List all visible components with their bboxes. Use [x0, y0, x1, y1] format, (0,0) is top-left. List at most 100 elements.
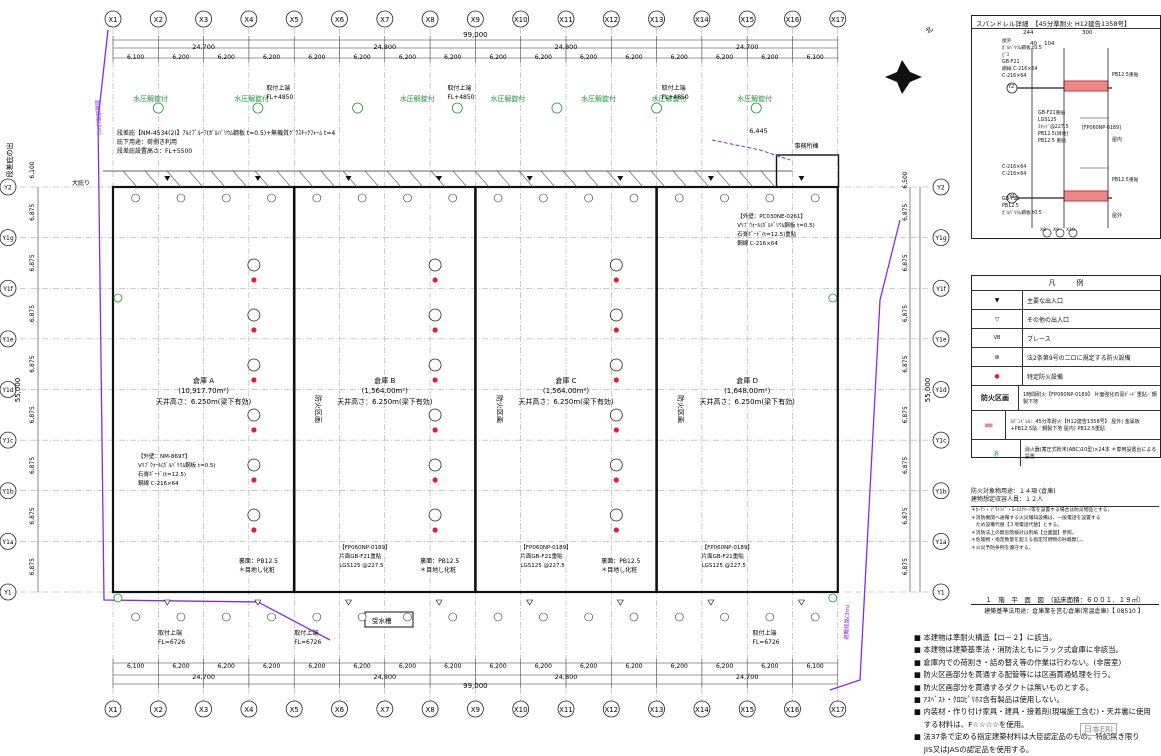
spandrel-labels-d: GB-F21 PB12.5 ｶﾞﾙﾊﾞﾘｳﾑ鋼板 t0.5 — [1002, 196, 1042, 217]
special-fire-door-icon — [432, 277, 438, 283]
grid-label-y: Y1c — [2, 438, 14, 445]
mount-label-top: 取付上端 — [662, 84, 686, 92]
fire-shutter-icon — [428, 458, 442, 472]
grid-label-y: Y1e — [934, 336, 946, 343]
brace-icon — [312, 193, 322, 203]
legend-row: ●特定防火設備 — [972, 366, 1160, 385]
sp-l1-2: ﾋﾞｽ — [1002, 53, 1010, 58]
fp-note: LGS125 @227.5 — [702, 563, 747, 569]
grid-bubble-x — [104, 10, 122, 28]
canopy-hatch — [452, 170, 468, 188]
grid-label-y: Y1g — [1, 235, 13, 242]
special-fire-door-icon — [251, 427, 257, 433]
main-entrance-icon — [798, 176, 805, 181]
note-line: ■ 倉庫内での荷割き・詰め替え等の作業は行わない。(非居室) — [914, 657, 1122, 667]
dim-span-top: 6,200 — [716, 54, 733, 61]
canopy-hatch — [166, 170, 182, 188]
legend-row: ▬ｽﾊﾟﾝﾄﾞﾚﾙ：45分準耐火【H12建告1358号】 屋外) 金属板+PB1… — [972, 410, 1160, 439]
dim-bay-top: 24,800 — [555, 43, 578, 51]
brace-icon — [221, 612, 231, 622]
dim-bay-top: 24,700 — [192, 43, 215, 51]
fire-shutter-icon — [428, 308, 442, 322]
warehouse-name: 倉庫 A — [193, 376, 214, 385]
warehouse-name: 倉庫 B — [374, 376, 395, 385]
fire-shutter-icon — [609, 358, 623, 372]
grid-bubble-x — [512, 10, 530, 28]
mount-value-bottom: FL=6726 — [753, 639, 780, 646]
brace-icon — [629, 193, 639, 203]
fire-shutter-icon — [247, 508, 261, 522]
info-note: ＊危険物・指定数量を超える指定可燃物の貯蔵無し。 — [971, 538, 1086, 543]
dim-span-bottom: 6,200 — [354, 663, 371, 670]
special-fire-door-icon — [613, 377, 619, 383]
certification-mark: 日本ERI — [1080, 723, 1117, 736]
fire-shutter-icon — [609, 308, 623, 322]
dim-span-top: 6,200 — [218, 54, 235, 61]
sp-l2-3: ｽﾀｯﾄﾞ@227.5 — [1038, 125, 1069, 130]
grid-bubble-x — [512, 700, 530, 718]
canopy-hatch — [540, 170, 556, 188]
dim-span-top: 6,200 — [671, 54, 688, 61]
spandrel-dim-104: 104 — [1044, 41, 1055, 47]
dim-row-right: 6,875 — [902, 254, 909, 271]
spandrel-x9: X9 — [1053, 228, 1059, 233]
extinguisher-icon — [113, 593, 123, 603]
sp-l3-3: GB-F21 — [1002, 197, 1020, 202]
triangle-outline-icon: ▽ — [972, 310, 1023, 328]
ext-wall-left-note: 石膏ﾎﾞｰﾄﾞ(t=12.5) — [138, 470, 186, 478]
note-line: JIS又はJASの認定品を使用する。 — [914, 744, 1034, 754]
canopy-hatch — [584, 170, 600, 188]
grid-bubble-x — [784, 10, 801, 28]
dim-span-bottom: 6,200 — [580, 663, 597, 670]
brace-icon — [493, 612, 503, 622]
extinguisher-icon — [750, 102, 762, 114]
grid-label-x: X14 — [695, 16, 709, 24]
dim-row-left: 6,875 — [29, 254, 36, 271]
extinguisher-icon — [828, 293, 838, 303]
grid-label-x: X1 — [108, 706, 117, 714]
spandrel-x8: X8 — [1040, 228, 1046, 233]
canopy-hatch — [672, 170, 688, 188]
grid-label-x: X14 — [695, 706, 709, 714]
brace-icon — [584, 193, 593, 203]
fp-note: 【FP060NP-0189】 — [520, 544, 571, 551]
warehouse-ceiling: 天井高さ：6.250m(梁下有効) — [337, 397, 433, 406]
evacuation-route-left — [97, 29, 331, 641]
dim-row-left: 6,875 — [29, 406, 36, 423]
brace-icon — [357, 612, 367, 622]
grid-bubble-y — [0, 229, 17, 247]
grid-bubble-x — [421, 10, 439, 28]
note-line: ■ 防火区画部分を貫通するダクトは無いものとする。 — [914, 682, 1094, 692]
grid-label-x: X3 — [199, 16, 208, 24]
grid-label-x: X7 — [380, 16, 389, 24]
info-note: ＊消防機関へ通報する火災報知設備は、一般電話を設置する — [971, 515, 1101, 521]
canopy-hatch — [562, 170, 578, 188]
other-entrance-icon — [254, 599, 262, 606]
grid-label-x: X3 — [199, 706, 208, 714]
grid-label-x: X12 — [604, 706, 618, 714]
brace-icon — [176, 193, 186, 203]
fp-note: LGS125 @227.5 — [520, 563, 565, 569]
mount-value-top: FL+4850 — [266, 94, 293, 101]
legend-title: 凡 例 — [1048, 279, 1084, 287]
grid-bubble-x — [285, 700, 303, 718]
extinguisher-icon — [352, 102, 364, 114]
north-arrow-icon — [885, 60, 922, 94]
dim-canopy: 段差庇の出 — [5, 143, 14, 178]
dim-span-bottom: 6,200 — [444, 663, 461, 670]
canopy-hatch — [144, 170, 160, 188]
fp-note: 【FP060NP-0189】 — [702, 544, 753, 551]
grid-bubble-x — [376, 10, 394, 28]
other-entrance-icon — [435, 599, 443, 606]
fire-shutter-icon — [247, 408, 261, 422]
mount-label-bottom: 取付上端 — [294, 629, 318, 637]
other-entrance-icon — [616, 599, 624, 606]
dim-bay-bottom: 24,700 — [736, 673, 759, 681]
spandrel-x10: X10 — [1066, 228, 1075, 233]
grid-bubble-x — [240, 10, 258, 28]
grid-bubble-x — [693, 700, 711, 718]
spandrel-labels-a: 屋外 ｶﾞﾙﾊﾞﾘｳﾑ鋼板 t0.5 ﾋﾞｽ GB-F21 鋼線 C-216×6… — [1002, 38, 1042, 80]
special-fire-door-icon — [613, 527, 619, 533]
